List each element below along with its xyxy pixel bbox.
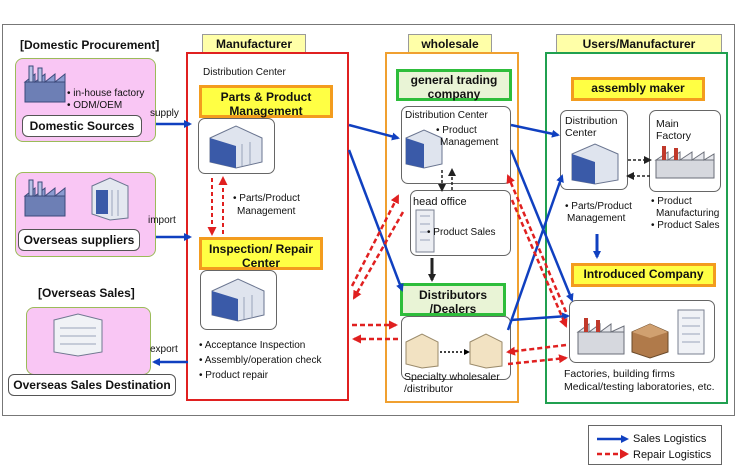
assembly-dc-label-2: Center xyxy=(565,127,597,139)
parts-bullet-1: • Parts/Product xyxy=(233,193,300,204)
factory-icon xyxy=(23,65,66,103)
trading-dc-bullet-1: • Product xyxy=(436,125,477,136)
shops-icon xyxy=(405,333,503,369)
inspection-bullet-1: • Acceptance Inspection xyxy=(199,340,306,351)
import-label: import xyxy=(148,215,176,226)
supply-label: supply xyxy=(150,108,179,119)
distributors-dealers-title: Distributors /Dealers xyxy=(400,283,506,316)
factory-bullet-odm: • ODM/OEM xyxy=(67,100,123,111)
head-office-label: head office xyxy=(413,196,467,208)
introduced-caption-1: Factories, building firms xyxy=(564,368,675,380)
wholesale-column xyxy=(385,52,519,403)
trading-dc-bullet-2: Management xyxy=(440,137,499,148)
arrow-trading-to-introduced xyxy=(509,149,574,302)
factory-icon xyxy=(23,179,66,217)
facilities-icon xyxy=(576,309,705,359)
distributors-caption-2: /distributor xyxy=(404,383,454,395)
main-factory-bullet-1: • Product xyxy=(651,196,692,207)
warehouse-icon xyxy=(571,143,619,185)
distributors-caption-1: Specialty wholesaler xyxy=(404,371,500,383)
export-label: export xyxy=(150,344,178,355)
diagram-frame xyxy=(2,24,735,416)
parts-product-management-title: Parts & Product Management xyxy=(199,85,333,118)
warehouse-icon xyxy=(405,129,443,169)
manufacturer-header: Manufacturer xyxy=(202,34,306,54)
repair-trading-to-introduced xyxy=(510,199,568,328)
assembly-maker-title: assembly maker xyxy=(571,77,705,101)
manufacturer-dc-label: Distribution Center xyxy=(203,67,286,78)
main-factory-label-2: Factory xyxy=(656,130,692,142)
arrow-trading-to-assembly xyxy=(510,123,560,138)
warehouse-icon xyxy=(91,177,129,221)
introduced-caption-2: Medical/testing laboratories, etc. xyxy=(564,381,715,393)
factory-bullet-inhouse: • in-house factory xyxy=(67,88,145,99)
head-office-bullet: • Product Sales xyxy=(427,227,496,238)
assembly-dc-bullet-1: • Parts/Product xyxy=(565,201,632,212)
parts-bullet-2: Management xyxy=(237,206,296,217)
users-column xyxy=(545,52,728,404)
assembly-dc-label-1: Distribution xyxy=(565,115,618,127)
factory-icon xyxy=(654,146,715,179)
general-trading-company-title: general trading company xyxy=(396,69,512,101)
building-icon xyxy=(53,313,103,357)
arrow-distributors-to-introduced xyxy=(510,312,570,322)
repair-mfr-to-trading xyxy=(350,194,400,287)
repair-introduced-to-trading xyxy=(506,174,568,313)
manufacturer-column xyxy=(186,52,349,401)
repair-trading-to-mfr xyxy=(352,211,405,300)
arrow-mfr-to-trading xyxy=(348,123,400,141)
repair-introduced-to-distributors xyxy=(506,343,567,356)
overseas-sales-label: Overseas Sales Destination xyxy=(8,374,176,396)
warehouse-icon xyxy=(209,125,263,169)
assembly-dc-bullet-2: Management xyxy=(567,213,626,224)
legend: Sales Logistics Repair Logistics xyxy=(588,425,722,465)
introduced-company-title: Introduced Company xyxy=(571,263,716,287)
inspection-bullet-3: • Product repair xyxy=(199,370,269,381)
main-factory-bullet-2: Manufacturing xyxy=(656,208,720,219)
arrow-mfr-to-distributors xyxy=(347,149,404,292)
domestic-sources-label: Domestic Sources xyxy=(22,115,142,137)
trading-dc-label: Distribution Center xyxy=(405,110,488,121)
repair-distributors-to-introduced xyxy=(507,354,568,366)
warehouse-icon xyxy=(211,278,265,322)
main-factory-bullet-3: • Product Sales xyxy=(651,220,720,231)
main-factory-label-1: Main xyxy=(656,118,679,130)
legend-repair: Repair Logistics xyxy=(633,449,712,461)
legend-swatches xyxy=(597,435,629,459)
office-building-icon xyxy=(415,209,435,253)
inspection-bullet-2: • Assembly/operation check xyxy=(199,355,322,366)
domestic-procurement-title: [Domestic Procurement] xyxy=(20,38,160,52)
overseas-suppliers-label: Overseas suppliers xyxy=(18,229,140,251)
legend-sales: Sales Logistics xyxy=(633,433,707,445)
overseas-sales-title: [Overseas Sales] xyxy=(38,286,135,300)
inspection-repair-title: Inspection/ Repair Center xyxy=(199,237,323,270)
